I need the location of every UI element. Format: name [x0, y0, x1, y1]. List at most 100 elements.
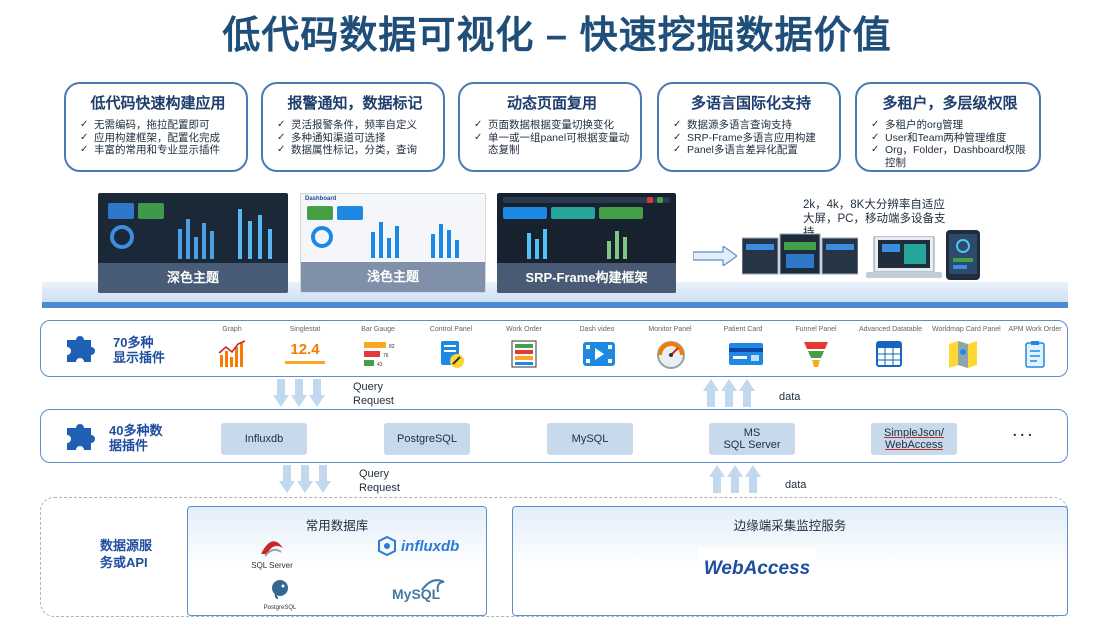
datasource-influxdb[interactable]: Influxdb: [221, 423, 307, 455]
srp-frame-preview: SRP-Frame构建框架: [497, 193, 676, 293]
funnel-icon: [801, 339, 831, 369]
clipboard-icon: [1020, 339, 1050, 369]
preview-logo: Dashboard: [305, 196, 337, 202]
puzzle-icon: [67, 424, 95, 450]
feature-card-lowcode: 低代码快速构建应用 无需编码，拖拉配置即可 应用构建框架，配置化完成 丰富的常用…: [64, 82, 248, 172]
card-title: 低代码快速构建应用: [90, 95, 226, 112]
card-title: 多租户，多层级权限: [882, 95, 1018, 112]
graph-icon: [217, 339, 247, 369]
card-item: User和Team两种管理维度: [871, 132, 1029, 145]
display-plugin-item[interactable]: Monitor Panel: [640, 326, 700, 369]
plugin-name: Control Panel: [429, 326, 473, 333]
display-plugin-item[interactable]: Singlestat 12.4: [275, 326, 335, 369]
up-arrows-icon: [709, 465, 761, 493]
card-item: 无需编码，拖拉配置即可: [80, 119, 236, 132]
up-arrows-icon: [703, 379, 755, 407]
webaccess-logo: WebAccess: [698, 548, 816, 590]
influxdb-logo: influxdb: [377, 536, 459, 556]
label-line: 据插件: [109, 438, 149, 453]
video-wall-icon: [742, 233, 858, 275]
sqlserver-text: SQL Server: [251, 561, 293, 570]
work-order-icon: [509, 339, 539, 369]
plugin-name: Bar Gauge: [361, 326, 395, 333]
webaccess-text: WebAccess: [703, 558, 811, 579]
preview-caption: SRP-Frame构建框架: [497, 263, 676, 293]
data-label: data: [779, 391, 801, 403]
control-panel-icon: [436, 339, 466, 369]
display-plugin-item[interactable]: Advanced Datatable: [859, 326, 923, 369]
label-line: 务或API: [100, 555, 148, 570]
plugin-name: Dash video: [579, 326, 615, 333]
label-line: 40多种数: [109, 423, 163, 438]
card-title: 多语言国际化支持: [690, 95, 811, 112]
influxdb-text: influxdb: [401, 537, 460, 555]
svg-text:76: 76: [383, 353, 389, 359]
singlestat-icon: 12.4: [285, 339, 325, 369]
common-db-title: 常用数据库: [305, 519, 369, 533]
svg-text:43: 43: [377, 362, 383, 368]
postgresql-text: PostgreSQL: [263, 605, 297, 611]
tablet-icon: [946, 230, 980, 280]
svg-text:82: 82: [389, 344, 395, 350]
plugin-name: Worldmap Card Panel: [932, 326, 1001, 333]
card-item: Panel多语言差异化配置: [673, 144, 829, 157]
influxdb-icon: [378, 536, 396, 556]
display-plugin-item[interactable]: APM Work Order: [1005, 326, 1065, 369]
gauge-icon: [655, 339, 685, 369]
card-item: 丰富的常用和专业显示插件: [80, 144, 236, 157]
display-plugin-item[interactable]: Worldmap Card Panel: [932, 326, 1001, 369]
query-request-label: Query Request: [353, 380, 394, 408]
card-item: SRP-Frame多语言应用构建: [673, 132, 829, 145]
display-plugin-item[interactable]: Graph: [202, 326, 262, 369]
sqlserver-logo: SQL Server: [250, 538, 294, 570]
card-title: 动态页面复用: [506, 95, 597, 112]
plugin-name: Singlestat: [289, 326, 321, 333]
laptop-icon: [866, 236, 942, 278]
display-plugin-item[interactable]: Dash video: [567, 326, 627, 369]
preview-caption: 深色主题: [98, 263, 288, 293]
feature-card-alerts: 报警通知，数据标记 灵活报警条件，频率自定义 多种通知渠道可选择 数据属性标记，…: [261, 82, 445, 172]
datasource-mysql[interactable]: MySQL: [547, 423, 633, 455]
card-item: Org，Folder，Dashboard权限控制: [871, 144, 1029, 169]
card-title: 报警通知，数据标记: [287, 95, 423, 112]
display-plugin-item[interactable]: Funnel Panel: [786, 326, 846, 369]
datasource-mssql[interactable]: MS SQL Server: [709, 423, 795, 455]
card-item: 多种通知渠道可选择: [277, 132, 433, 145]
preview-caption: 浅色主题: [301, 262, 485, 292]
card-item: 数据源多语言查询支持: [673, 119, 829, 132]
arrow-right-icon: [693, 246, 737, 266]
card-item: 数据属性标记，分类，查询: [277, 144, 433, 157]
display-plugin-item[interactable]: Work Order: [494, 326, 554, 369]
puzzle-icon: [67, 336, 95, 362]
mysql-text: MySQL: [392, 586, 441, 602]
datasource-postgresql[interactable]: PostgreSQL: [384, 423, 470, 455]
flow-text: Query: [359, 468, 389, 480]
datasource-simplejson[interactable]: SimpleJson/ WebAccess: [871, 423, 957, 455]
down-arrows-icon: [279, 465, 331, 493]
plugin-name: APM Work Order: [1008, 326, 1062, 333]
display-plugin-item[interactable]: Patient Card: [713, 326, 773, 369]
plugin-name: Funnel Panel: [795, 326, 837, 333]
sqlserver-icon: [261, 541, 283, 557]
common-db-box: 常用数据库: [187, 506, 487, 616]
mysql-logo: MySQL: [392, 576, 452, 611]
display-plugin-item[interactable]: Control Panel: [421, 326, 481, 369]
card-item: 单一或一组panel可根据变量动态复制: [474, 132, 630, 157]
card-item: 应用构建框架，配置化完成: [80, 132, 236, 145]
devices-text: 2k，4k，8K大分辨率自适应大屏，PC，移动端多设备支持: [803, 199, 946, 239]
postgresql-logo: PostgreSQL: [258, 578, 302, 611]
postgresql-elephant-icon: [272, 580, 288, 599]
query-request-label: Query Request: [359, 467, 400, 495]
edge-service-title: 边缘端采集监控服务: [733, 519, 847, 533]
plugin-name: Patient Card: [723, 326, 763, 333]
display-plugins-label: 70多种 显示插件: [113, 335, 165, 365]
plugin-name: Graph: [222, 326, 242, 333]
data-label: data: [785, 479, 807, 491]
plugin-name: Monitor Panel: [648, 326, 692, 333]
card-icon: [728, 339, 763, 369]
plugin-name: Advanced Datatable: [859, 326, 923, 333]
label-line: 70多种: [113, 335, 154, 350]
feature-card-multitenant: 多租户，多层级权限 多租户的org管理 User和Team两种管理维度 Org，…: [855, 82, 1041, 172]
